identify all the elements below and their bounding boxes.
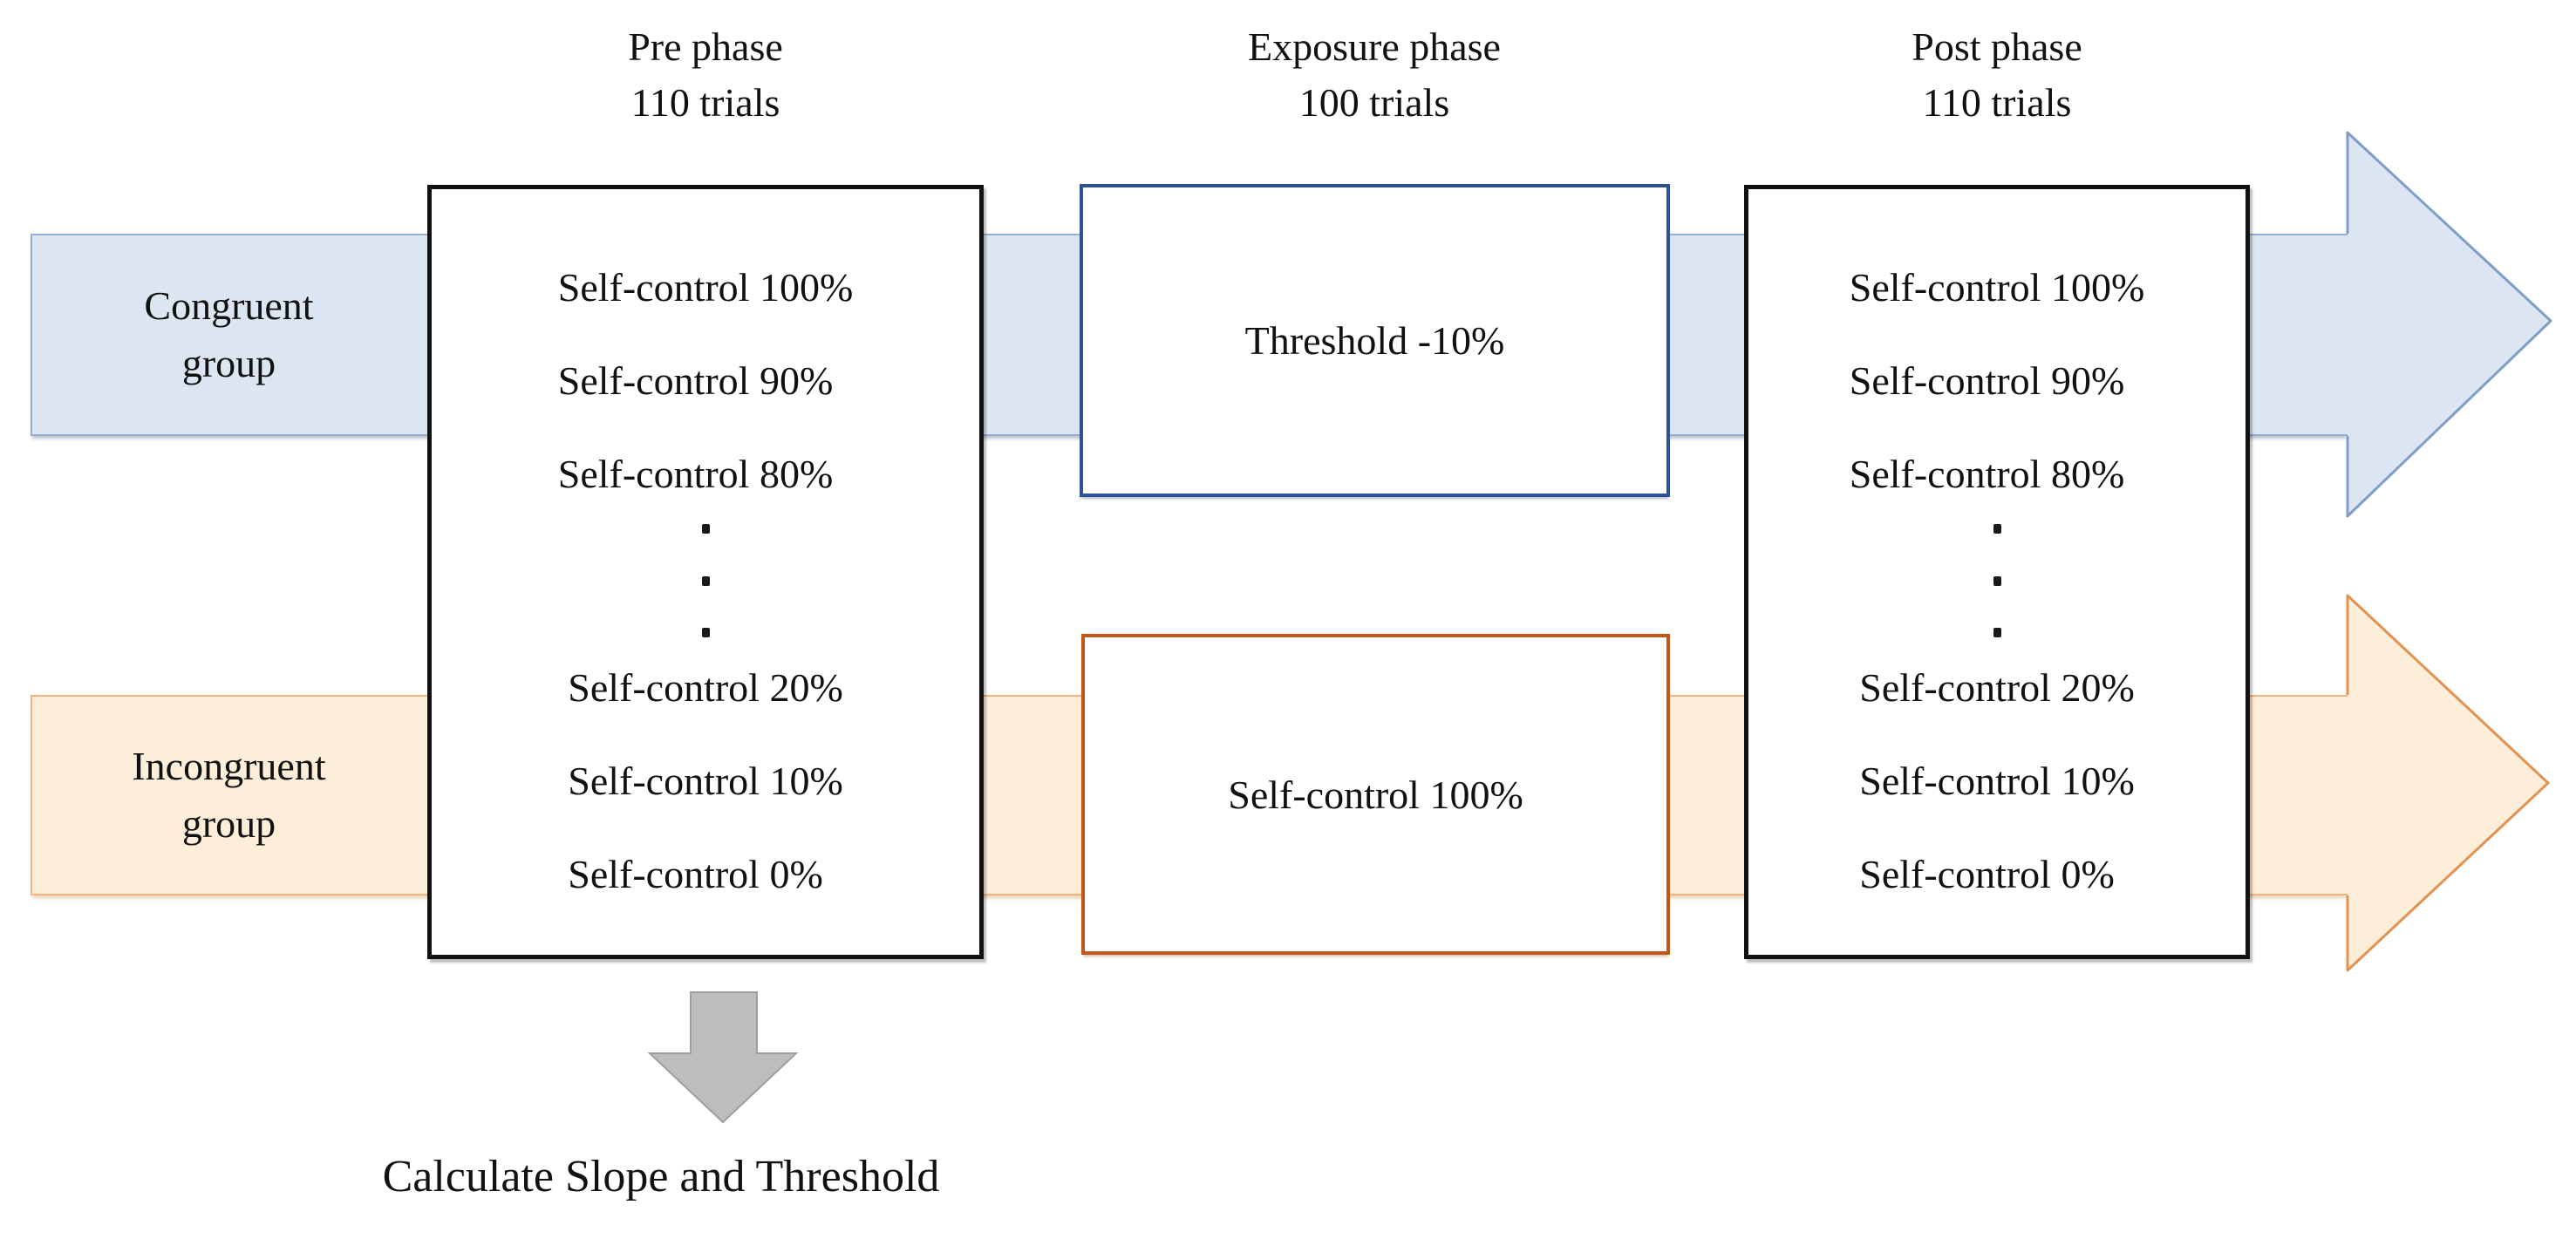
group-label-line: Incongruent [132, 744, 326, 788]
ellipsis-dot [701, 524, 710, 534]
phase-trials: 100 trials [1298, 80, 1450, 125]
staircase-level: Self-control 90% [1849, 358, 2125, 403]
staircase-level: Self-control 0% [568, 852, 823, 896]
bottom-caption: Calculate Slope and Threshold [382, 1152, 940, 1202]
phase-name: Post phase [1912, 24, 2082, 69]
exposure-box-congruent: Threshold -10% [1080, 184, 1670, 497]
congruent-group-label: Congruent group [31, 234, 427, 436]
staircase-level: Self-control 90% [557, 358, 834, 403]
down-arrow-icon [648, 991, 798, 1124]
levels-top: Self-control 100% Self-control 90% Self-co… [558, 264, 854, 497]
staircase-level: Self-control 100% [557, 265, 854, 310]
levels-bottom: Self-control 20% Self-control 10% Self-con… [1859, 664, 2135, 897]
arrowhead-shape [2348, 133, 2551, 516]
phase-trials: 110 trials [630, 80, 780, 125]
pre-phase-box: Self-control 100% Self-control 90% Self-co… [427, 185, 984, 959]
phase-header-post: Post phase 110 trials [1692, 19, 2302, 131]
exposure-box-incongruent: Self-control 100% [1081, 634, 1670, 955]
group-label-line: group [181, 341, 276, 385]
arrowhead-shape [2348, 596, 2548, 970]
staircase-level: Self-control 100% [1849, 265, 2145, 310]
staircase-level: Self-control 10% [1859, 759, 2135, 803]
phase-name: Exposure phase [1248, 24, 1501, 69]
group-label-line: Congruent [144, 283, 314, 328]
staircase-level: Self-control 20% [1859, 665, 2135, 710]
ellipsis-dot [1993, 575, 2001, 586]
group-label-line: group [181, 801, 276, 846]
ellipsis-dots [701, 519, 710, 643]
ellipsis-dot [1993, 628, 2001, 637]
staircase-level: Self-control 10% [568, 759, 843, 803]
exposure-box-text: Self-control 100% [1228, 772, 1523, 817]
staircase-level: Self-control 80% [557, 452, 834, 496]
phase-trials: 110 trials [1922, 80, 2072, 125]
staircase-level: Self-control 20% [568, 665, 843, 710]
post-phase-box: Self-control 100% Self-control 90% Self-co… [1744, 185, 2250, 959]
ellipsis-dot [1993, 524, 2001, 534]
pre-phase-levels: Self-control 100% Self-control 90% Self-co… [432, 189, 979, 955]
phase-header-exposure: Exposure phase 100 trials [1069, 19, 1680, 131]
ellipsis-dot [701, 575, 710, 586]
down-arrow-shape [648, 991, 798, 1124]
levels-bottom: Self-control 20% Self-control 10% Self-con… [568, 664, 843, 897]
exposure-box-text: Threshold -10% [1244, 318, 1505, 363]
ellipsis-dot [701, 628, 710, 637]
levels-top: Self-control 100% Self-control 90% Self-co… [1850, 264, 2145, 497]
arrowhead-outline [2346, 594, 2550, 972]
staircase-level: Self-control 0% [1859, 852, 2115, 896]
congruent-arrowhead-icon [2346, 131, 2552, 518]
post-phase-levels: Self-control 100% Self-control 90% Self-co… [1748, 189, 2245, 955]
incongruent-arrowhead-icon [2346, 594, 2550, 972]
arrowhead-outline [2346, 131, 2552, 518]
staircase-level: Self-control 80% [1849, 452, 2125, 496]
phase-header-pre: Pre phase 110 trials [400, 19, 1011, 131]
phase-name: Pre phase [628, 24, 783, 69]
incongruent-group-label: Incongruent group [31, 695, 427, 895]
ellipsis-dots [1993, 519, 2001, 643]
